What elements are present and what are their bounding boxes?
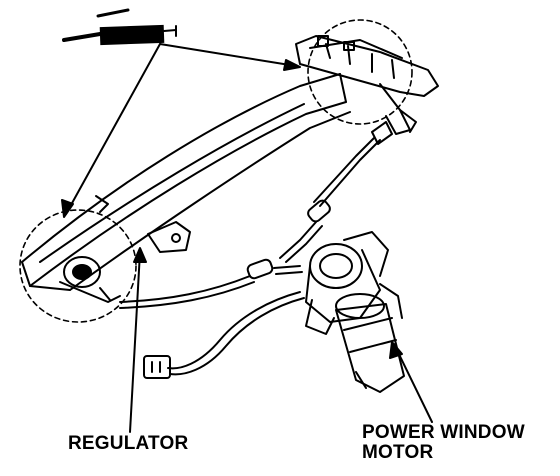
rail-bracket bbox=[95, 195, 191, 253]
motor-leader bbox=[389, 341, 433, 423]
wire-connector-icon bbox=[143, 355, 171, 379]
grease-arrows bbox=[61, 43, 301, 218]
grease-tube-icon: GREASE bbox=[62, 8, 177, 46]
upper-carriage bbox=[295, 35, 439, 135]
motor-label-line1: POWER WINDOW bbox=[362, 422, 525, 443]
grease-label: GREASE bbox=[106, 30, 147, 41]
motor-wire-harness bbox=[143, 291, 305, 379]
power-window-motor-label: POWER WINDOW MOTOR bbox=[362, 423, 525, 463]
power-window-motor-icon bbox=[305, 231, 405, 393]
regulator-leader bbox=[129, 247, 147, 433]
regulator-label: REGULATOR bbox=[68, 433, 189, 454]
left-pulley bbox=[59, 256, 121, 303]
motor-label-line2: MOTOR bbox=[362, 442, 434, 463]
regulator-rail bbox=[21, 73, 351, 291]
grease-point-circles bbox=[19, 19, 413, 323]
drive-cable bbox=[279, 121, 393, 263]
